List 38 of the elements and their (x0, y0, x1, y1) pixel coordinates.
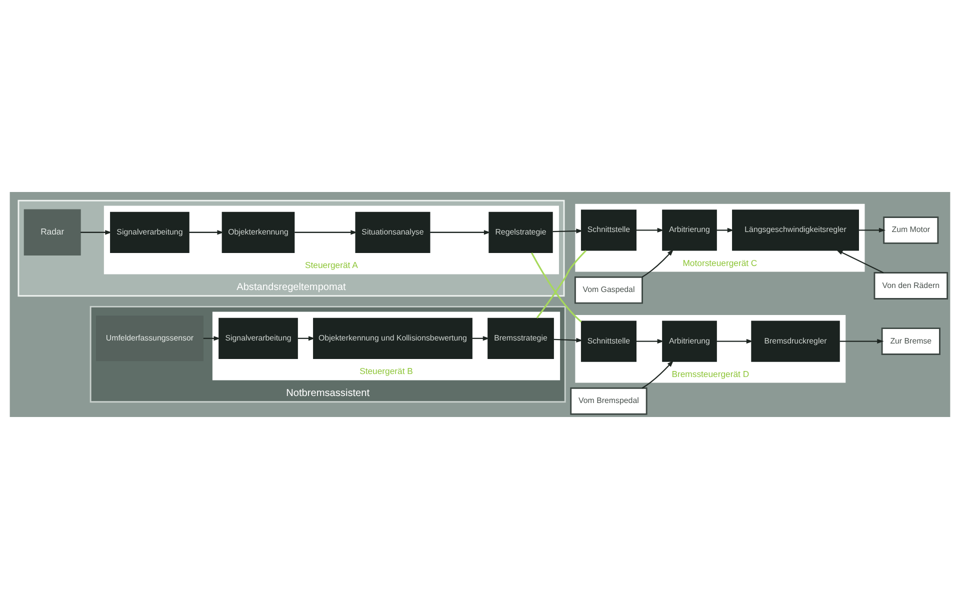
arrow (80, 230, 112, 234)
arrow (716, 227, 734, 232)
node-box: Arbitrierung (662, 209, 717, 250)
arrow (430, 230, 491, 234)
node-box: Zur Bremse (881, 327, 940, 354)
node-box: Objekterkennung (222, 211, 295, 252)
arrow (294, 230, 358, 234)
arrow (716, 338, 754, 344)
arrow (840, 338, 884, 344)
node-box: Regelstrategie (488, 211, 553, 252)
node-box: Vom Bremspedal (570, 386, 648, 414)
node-box: Signalverarbeitung (110, 211, 190, 252)
node-box: Von den Rädern (874, 272, 948, 299)
node-box: Objekterkennung und Kollisionsbewertung (313, 317, 472, 358)
arrow (554, 337, 583, 342)
node-box: Längsgeschwindigkeitsregler (732, 209, 859, 250)
arrow (189, 230, 224, 234)
arrow (636, 227, 664, 232)
arrow (552, 228, 583, 233)
node-box: Radar (24, 208, 81, 255)
node-box: Situationsanalyse (355, 211, 430, 252)
node-box: Signalverarbeitung (218, 317, 298, 358)
arrow (636, 338, 664, 344)
arrow (836, 249, 884, 273)
node-box: Vom Gaspedal (574, 276, 643, 304)
node-box: Bremsdruckregler (751, 320, 840, 362)
node-box: Schnittstelle (580, 209, 636, 250)
arrow (858, 227, 886, 232)
arrow (642, 360, 674, 388)
arrow (298, 336, 316, 340)
node-box: Arbitrierung (662, 320, 717, 362)
arrow (642, 248, 674, 278)
node-box: Bremsstrategie (488, 317, 554, 358)
arrow (472, 336, 490, 340)
arrow (203, 336, 220, 340)
node-box: Zum Motor (883, 216, 939, 244)
node-box: Umfelderfassungssensor (96, 315, 204, 361)
node-box: Schnittstelle (580, 320, 636, 362)
